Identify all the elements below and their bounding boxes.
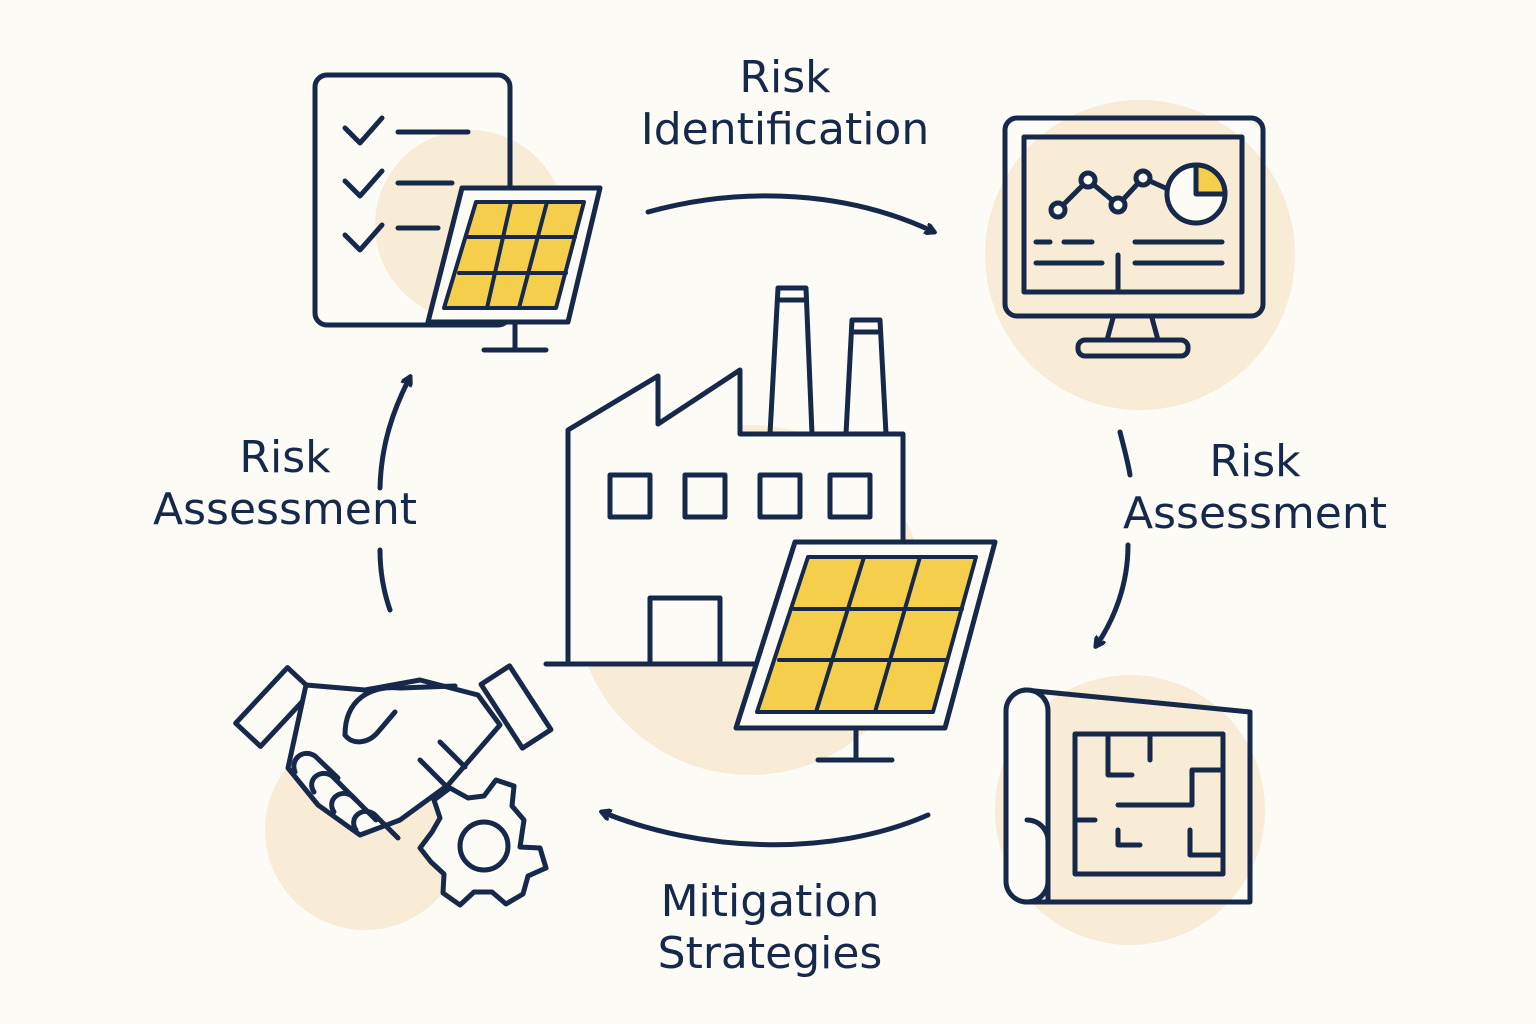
arrow-right-lower [1096, 542, 1131, 646]
label-risk-assessment-right: Risk Assessment [1100, 436, 1410, 540]
label-risk-identification: Risk Identification [610, 52, 960, 156]
label-line: Identification [640, 104, 930, 155]
arrow-top [645, 193, 934, 232]
label-line: Assessment [153, 484, 417, 535]
label-mitigation-strategies: Mitigation Strategies [620, 876, 920, 980]
arrow-left-lower [377, 547, 393, 613]
checklist-solar-panel-icon [312, 72, 603, 353]
label-line: Risk [739, 52, 831, 103]
arrow-right-upper [1117, 429, 1133, 478]
factory-solar-panel-icon [543, 285, 998, 763]
label-line: Risk [239, 432, 331, 483]
label-line: Mitigation [660, 876, 880, 927]
cycle-arrows [377, 193, 1133, 848]
arrow-left-upper [377, 377, 410, 491]
label-risk-assessment-left: Risk Assessment [135, 432, 435, 536]
label-line: Risk [1209, 436, 1301, 487]
arrow-bottom [602, 812, 931, 848]
label-line: Strategies [657, 928, 883, 979]
blueprint-icon [1003, 687, 1253, 905]
label-line: Assessment [1123, 488, 1387, 539]
handshake-gear-icon [233, 663, 554, 908]
monitor-analytics-icon [1002, 115, 1266, 359]
